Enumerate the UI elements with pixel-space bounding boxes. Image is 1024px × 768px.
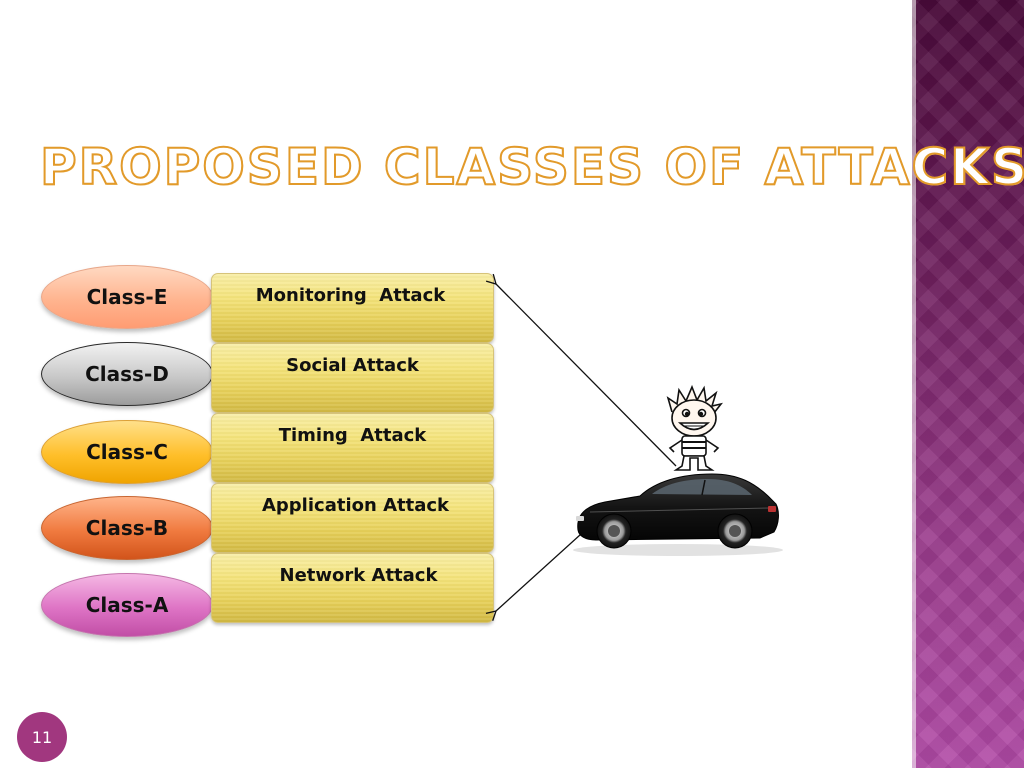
attack-label: Timing Attack xyxy=(278,425,427,446)
class-b-pill: Class-B xyxy=(41,496,213,560)
attack-label: Social Attack xyxy=(286,355,419,376)
slide-title: PROPOSED CLASSES OF ATTACKS xyxy=(39,137,1024,197)
class-c-pill: Class-C xyxy=(41,420,213,484)
attack-box-timing: Timing Attack xyxy=(211,413,494,483)
attack-label: Monitoring Attack xyxy=(255,285,446,306)
arrow-to-monitoring xyxy=(485,273,677,467)
decorative-side-band xyxy=(912,0,1024,768)
attack-label: Application Attack xyxy=(261,495,449,516)
attack-label: Network Attack xyxy=(279,565,438,586)
attack-box-monitoring: Monitoring Attack xyxy=(211,273,494,343)
car-icon xyxy=(573,473,783,556)
cartoon-boy-icon xyxy=(666,384,723,471)
page-number-badge: 11 xyxy=(17,712,67,762)
attack-box-application: Application Attack xyxy=(211,483,494,553)
attack-box-social: Social Attack xyxy=(211,343,494,413)
class-d-pill: Class-D xyxy=(41,342,213,406)
arrow-to-network xyxy=(485,505,613,621)
class-e-pill: Class-E xyxy=(41,265,213,329)
attack-box-network: Network Attack xyxy=(211,553,494,623)
class-a-pill: Class-A xyxy=(41,573,213,637)
